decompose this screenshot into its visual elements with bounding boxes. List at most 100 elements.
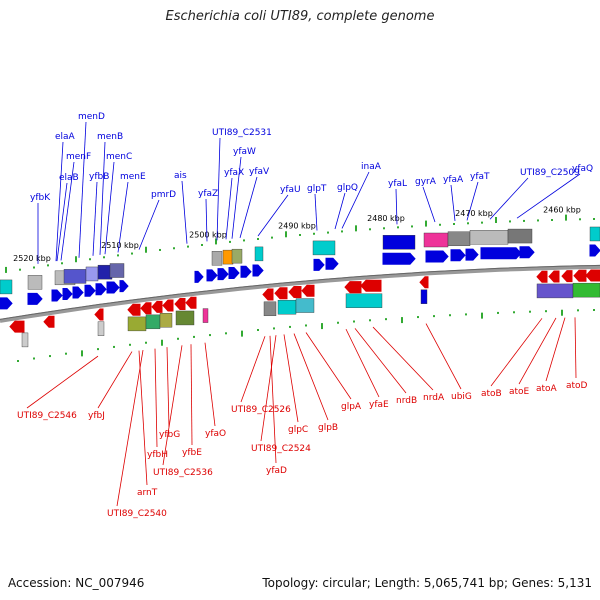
- feature-box: [423, 232, 449, 248]
- feature-box: [222, 249, 234, 265]
- reverse-gene-arrow: [360, 279, 382, 292]
- forward-gene-arrow: [84, 284, 96, 297]
- feature-box: [254, 246, 264, 262]
- forward-gene-arrow: [519, 246, 535, 259]
- reverse-gene-arrow: [288, 285, 302, 298]
- feature-box: [312, 240, 336, 256]
- feature-box: [382, 235, 416, 250]
- gene-label-yfau: yfaU: [280, 185, 301, 195]
- gene-label-yfaz: yfaZ: [198, 189, 218, 199]
- reverse-gene-arrow: [274, 287, 288, 300]
- reverse-gene-arrow: [151, 300, 163, 313]
- callout-line: [518, 317, 557, 385]
- callout-line: [99, 141, 106, 255]
- feature-box: [85, 266, 99, 282]
- reverse-gene-arrow: [174, 298, 186, 311]
- gene-label-menb: menB: [97, 132, 123, 142]
- feature-box: [109, 263, 125, 278]
- forward-gene-arrow: [27, 292, 43, 305]
- callout-line: [97, 351, 133, 409]
- feature-box: [0, 279, 13, 295]
- scale-label: 2520 kbp: [13, 254, 51, 263]
- callout-line: [138, 199, 160, 250]
- gene-label-nrda: nrdA: [423, 393, 445, 403]
- scale-label: 2510 kbp: [101, 241, 139, 250]
- gene-label-uti89-c2536: UTI89_C2536: [153, 468, 213, 478]
- callout-line: [334, 192, 346, 230]
- forward-gene-arrow: [206, 269, 218, 282]
- feature-box: [469, 230, 509, 245]
- reverse-gene-arrow: [9, 320, 25, 333]
- callout-line: [354, 328, 407, 394]
- feature-box: [159, 313, 173, 328]
- feature-box: [536, 283, 574, 299]
- forward-gene-arrow: [450, 249, 466, 262]
- feature-box: [127, 316, 147, 332]
- callout-line: [239, 176, 258, 238]
- feature-box: [420, 289, 428, 304]
- forward-gene-arrow: [228, 266, 240, 279]
- gene-label-yfbb: yfbB: [89, 172, 109, 182]
- gene-label-yfal: yfaL: [388, 179, 407, 189]
- forward-gene-arrow: [119, 280, 129, 293]
- callout-line: [422, 186, 436, 223]
- callout-line: [372, 326, 434, 391]
- gene-label-yfbk: yfbK: [30, 193, 51, 203]
- reverse-gene-arrow: [548, 270, 560, 283]
- callout-line: [293, 333, 329, 421]
- gene-label-yfbe: yfbE: [182, 448, 202, 458]
- callout-line: [574, 317, 577, 379]
- gene-label-arnt: arnT: [137, 488, 158, 498]
- gene-label-yfax: yfaX: [224, 168, 244, 178]
- gene-label-yfaq: yfaQ: [572, 164, 593, 174]
- gene-label-yfao: yfaO: [205, 429, 226, 439]
- forward-gene-arrow: [106, 281, 120, 294]
- gene-label-gyra: gyrA: [415, 177, 437, 187]
- feature-box: [202, 308, 209, 323]
- callout-line: [78, 121, 87, 258]
- forward-gene-arrow: [51, 289, 63, 302]
- gene-label-menf: menF: [66, 152, 91, 162]
- forward-gene-arrow: [325, 257, 339, 270]
- forward-gene-arrow: [62, 287, 73, 300]
- callout-line: [56, 182, 68, 262]
- callout-line: [395, 188, 398, 225]
- forward-gene-arrow: [465, 248, 479, 261]
- chromosome-backbone-edge: [0, 264, 600, 320]
- gene-label-uti89-c2526: UTI89_C2526: [231, 405, 291, 415]
- accession-label: Accession: NC_007946: [8, 576, 145, 590]
- feature-box: [572, 282, 600, 298]
- gene-label-uti89-c2509: UTI89_C2509: [520, 168, 580, 178]
- reverse-gene-arrow: [162, 299, 174, 312]
- callout-line: [283, 334, 299, 423]
- reverse-gene-arrow: [43, 315, 55, 328]
- gene-label-atod: atoD: [566, 381, 588, 391]
- gene-label-uti89-c2524: UTI89_C2524: [251, 444, 311, 454]
- reverse-gene-arrow: [585, 269, 600, 282]
- gene-label-glpq: glpQ: [337, 183, 358, 193]
- genome-title: Escherichia coli UTI89, complete genome: [165, 9, 435, 24]
- callout-line: [269, 335, 277, 464]
- reverse-gene-arrow: [536, 270, 548, 283]
- callout-line: [345, 328, 380, 398]
- callout-line: [204, 342, 216, 427]
- feature-box: [211, 251, 223, 266]
- chromosome-backbone: [0, 264, 600, 323]
- feature-box: [277, 299, 297, 315]
- gene-label-glpb: glpB: [318, 423, 338, 433]
- forward-gene-arrow: [313, 258, 325, 271]
- scale-label: 2470 kbp: [455, 209, 493, 218]
- gene-label-uti89-c2540: UTI89_C2540: [107, 509, 167, 519]
- callout-line: [314, 193, 318, 231]
- feature-box: [263, 301, 277, 317]
- gene-label-uti89-c2546: UTI89_C2546: [17, 411, 77, 421]
- forward-gene-arrow: [382, 252, 416, 265]
- gene-label-yfbg: yfbG: [159, 430, 180, 440]
- gene-label-pmrd: pmrD: [151, 190, 176, 200]
- callout-line: [490, 318, 543, 387]
- gene-label-elaa: elaA: [55, 132, 76, 142]
- forward-gene-arrow: [217, 268, 229, 281]
- forward-gene-arrow: [0, 297, 13, 310]
- forward-gene-arrow: [95, 283, 107, 296]
- gene-label-ubig: ubiG: [451, 392, 472, 402]
